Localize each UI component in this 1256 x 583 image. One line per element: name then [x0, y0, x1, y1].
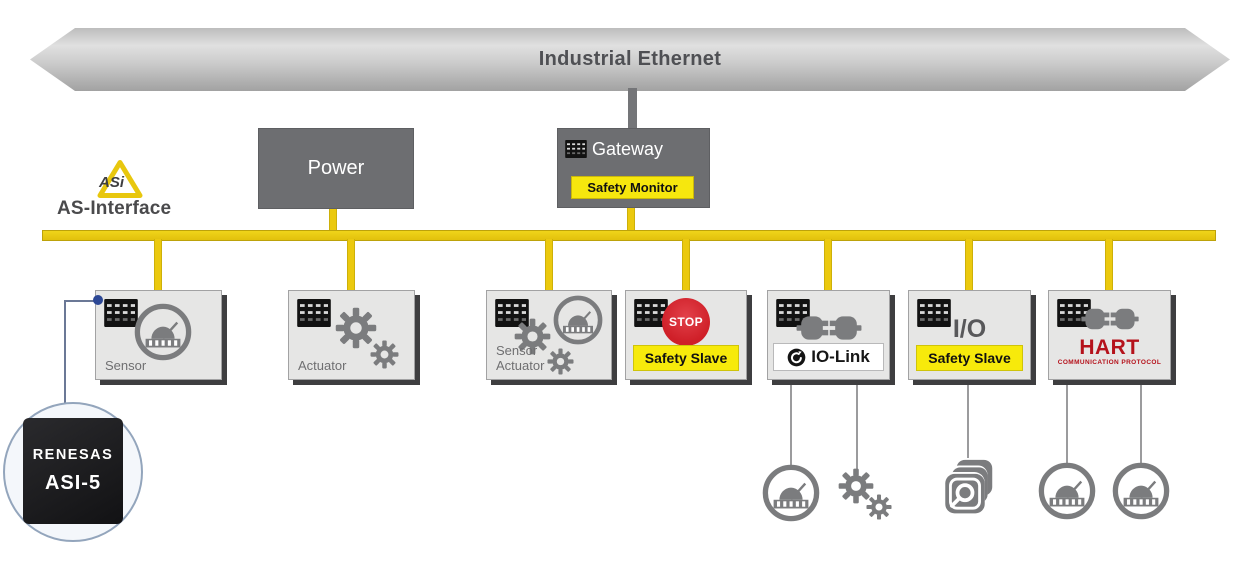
- banner-title: Industrial Ethernet: [538, 48, 722, 70]
- io-bus-drop: [965, 239, 973, 290]
- io-link-bus-drop: [824, 239, 832, 290]
- industrial-ethernet-banner: Industrial Ethernet: [30, 28, 1230, 91]
- gateway-box: Gateway Safety Monitor: [557, 128, 710, 208]
- callout-anchor-dot: [93, 295, 103, 305]
- safety-slave-badge: Safety Slave: [916, 345, 1023, 371]
- gateway-label: Gateway: [592, 139, 664, 159]
- io-link-logo-label: IO-Link: [811, 347, 870, 366]
- gauge-sensor-icon: [553, 295, 603, 345]
- sensor-actuator-device-box: Sensor Actuator: [486, 290, 612, 380]
- renesas-chip: RENESAS ASI-5: [23, 418, 123, 524]
- sensor-bus-drop: [154, 239, 162, 290]
- callout-connector-line: [64, 300, 98, 302]
- power-supply-box: Power: [258, 128, 414, 209]
- io-label: I/O: [952, 315, 987, 343]
- power-label: Power: [307, 157, 365, 179]
- asi-bus-line: [42, 230, 1216, 241]
- io-link-leaf-line: [790, 385, 792, 465]
- safety-slave-device-box: STOP Safety Slave: [625, 290, 747, 380]
- gauge-sensor-icon: [134, 303, 192, 361]
- stop-sign-icon: STOP: [662, 298, 710, 346]
- plug-connector-icon: [795, 311, 863, 345]
- hart-bus-drop: [1105, 239, 1113, 290]
- io-device-box: I/O Safety Slave: [908, 290, 1031, 380]
- gauge-sensor-icon: [1038, 462, 1096, 520]
- proximity-sensor-icon: [934, 457, 996, 519]
- safety-slave-badge: Safety Slave: [633, 345, 739, 371]
- gateway-bus-drop: [627, 208, 635, 232]
- hart-logo-label: HART: [1079, 336, 1140, 359]
- renesas-brand-logo: RENESAS: [32, 447, 114, 463]
- hart-leaf-line: [1066, 385, 1068, 463]
- gear-actuator-icon: [370, 340, 399, 369]
- chip-icon: [565, 140, 587, 158]
- asi-logo-text: ASi: [99, 174, 125, 191]
- io-link-device-box: IO-Link: [767, 290, 890, 380]
- hart-device-box: HART COMMUNICATION PROTOCOL: [1048, 290, 1171, 380]
- chip-part-number: ASI-5: [44, 472, 102, 494]
- sensor-actuator-label-line2: Actuator: [496, 358, 545, 374]
- asi-label: AS-Interface: [57, 198, 172, 219]
- gauge-sensor-icon: [1112, 462, 1170, 520]
- hart-logo-subtext: COMMUNICATION PROTOCOL: [1057, 359, 1162, 366]
- chip-icon: [297, 299, 331, 327]
- actuator-label: Actuator: [298, 358, 347, 374]
- io-link-logo-bar: IO-Link: [773, 343, 884, 371]
- safety-monitor-badge: Safety Monitor: [571, 176, 694, 199]
- callout-connector-line: [64, 300, 66, 403]
- actuator-bus-drop: [347, 239, 355, 290]
- gear-actuator-icon: [866, 494, 892, 520]
- chip-icon: [104, 299, 138, 327]
- hart-logo: HART COMMUNICATION PROTOCOL: [1049, 337, 1170, 367]
- ethernet-gateway-connector: [628, 88, 637, 130]
- gauge-sensor-icon: [762, 464, 820, 522]
- sensor-label: Sensor: [105, 358, 147, 374]
- power-bus-drop: [329, 209, 337, 232]
- hart-leaf-line: [1140, 385, 1142, 463]
- safety-slave-bus-drop: [682, 239, 690, 290]
- sensor-actuator-bus-drop: [545, 239, 553, 290]
- sensor-actuator-label: Sensor Actuator: [496, 343, 545, 374]
- sensor-device-box: Sensor: [95, 290, 222, 380]
- renesas-chip-callout: RENESAS ASI-5: [3, 402, 143, 542]
- io-leaf-line: [967, 385, 969, 458]
- io-link-leaf-line: [856, 385, 858, 469]
- gear-actuator-icon: [547, 348, 574, 375]
- plug-connector-icon: [1080, 304, 1140, 334]
- actuator-device-box: Actuator: [288, 290, 415, 380]
- io-link-swirl-icon: [787, 348, 806, 367]
- sensor-actuator-label-line1: Sensor: [496, 343, 538, 359]
